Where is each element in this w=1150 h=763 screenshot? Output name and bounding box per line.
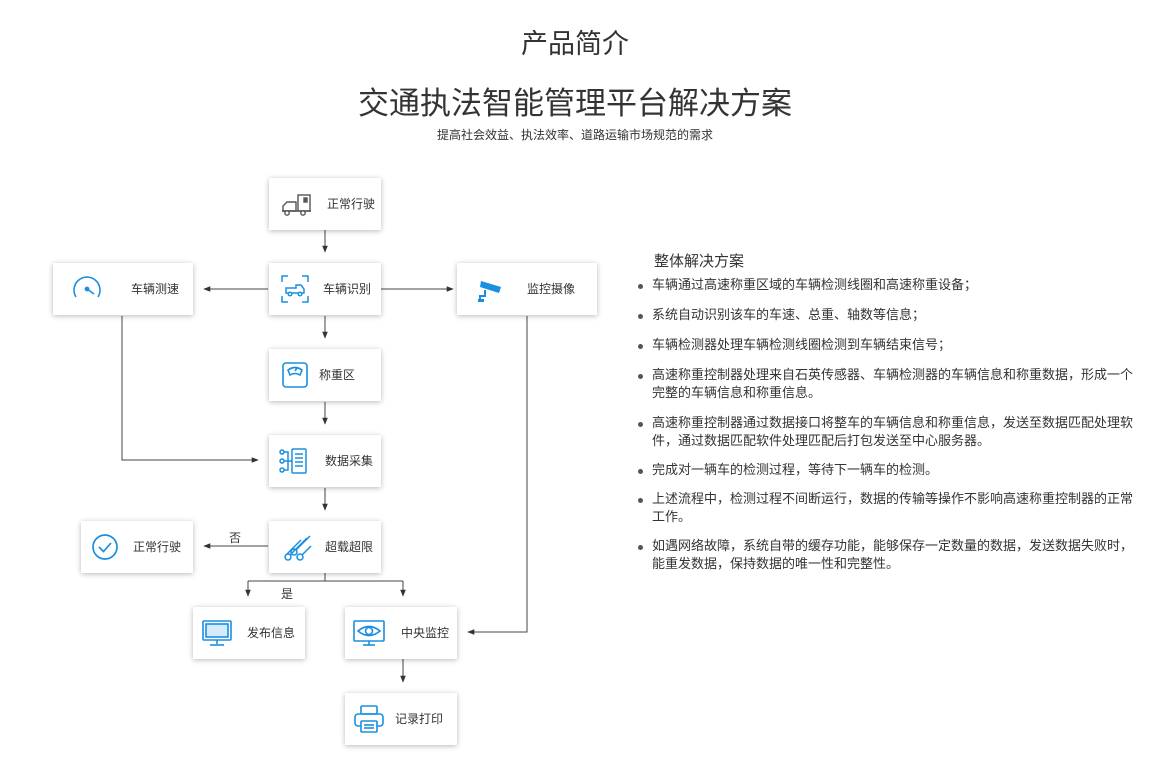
solution-point: 完成对一辆车的检测过程，等待下一辆车的检测。 (638, 462, 1144, 480)
node-label: 记录打印 (395, 712, 444, 726)
node-overload-check: 超载超限 (269, 521, 381, 573)
node-label: 车辆测速 (131, 282, 180, 296)
truck-icon (281, 188, 313, 220)
solution-point: 上述流程中，检测过程不间断运行，数据的传输等操作不影响高速称重控制器的正常工作。 (638, 491, 1144, 527)
solution-point: 如遇网络故障，系统自带的缓存功能，能够保存一定数量的数据，发送数据失败时，能重发… (638, 538, 1144, 574)
node-normal-driving: 正常行驶 (269, 178, 381, 230)
node-label: 称重区 (319, 368, 356, 382)
eye-monitor-icon (353, 617, 385, 649)
connector-speed-to-collection (121, 316, 259, 463)
node-record-print: 记录打印 (345, 693, 457, 745)
vehicle-scan-icon (279, 273, 311, 305)
connector-camera-to-central (467, 316, 528, 635)
check-circle-icon (89, 531, 121, 563)
scale-icon (279, 359, 311, 391)
node-label: 正常行驶 (327, 197, 376, 211)
node-label: 发布信息 (247, 626, 296, 640)
solution-title: 整体解决方案 (654, 252, 745, 270)
node-label: 车辆识别 (323, 282, 372, 296)
node-weighing-zone: 称重区 (269, 349, 381, 401)
node-speed-measure: 车辆测速 (53, 263, 193, 315)
page-title: 交通执法智能管理平台解决方案 (358, 86, 792, 122)
steel-pipes-icon (281, 531, 313, 563)
security-camera-icon (475, 273, 507, 305)
node-label: 正常行驶 (133, 540, 182, 554)
solution-point: 车辆通过高速称重区域的车辆检测线圈和高速称重设备； (638, 277, 1144, 295)
printer-icon (353, 703, 385, 735)
solution-point: 车辆检测器处理车辆检测线圈检测到车辆结束信号； (638, 337, 1144, 355)
edge-label-no: 否 (229, 531, 242, 545)
edge-label-yes: 是 (281, 587, 294, 601)
node-data-collection: 数据采集 (269, 435, 381, 487)
monitor-icon (201, 617, 233, 649)
node-vehicle-recognition: 车辆识别 (269, 263, 381, 315)
node-normal-driving-2: 正常行驶 (81, 521, 193, 573)
solution-point: 高速称重控制器通过数据接口将整车的车辆信息和称重信息，发送至数据匹配处理软件，通… (638, 415, 1144, 451)
node-label: 超载超限 (325, 540, 374, 554)
node-label: 监控摄像 (527, 282, 576, 296)
node-label: 数据采集 (325, 454, 374, 468)
node-label: 中央监控 (401, 626, 450, 640)
node-central-monitor: 中央监控 (345, 607, 457, 659)
data-collection-icon (277, 445, 309, 477)
page-subtitle: 提高社会效益、执法效率、道路运输市场规范的需求 (436, 128, 713, 142)
speedometer-icon (71, 273, 103, 305)
node-publish-info: 发布信息 (193, 607, 305, 659)
node-monitor-camera: 监控摄像 (457, 263, 597, 315)
solution-point: 系统自动识别该车的车速、总重、轴数等信息； (638, 307, 1144, 325)
section-heading: 产品简介 (521, 29, 629, 60)
solution-point: 高速称重控制器处理来自石英传感器、车辆检测器的车辆信息和称重数据，形成一个完整的… (638, 367, 1144, 403)
